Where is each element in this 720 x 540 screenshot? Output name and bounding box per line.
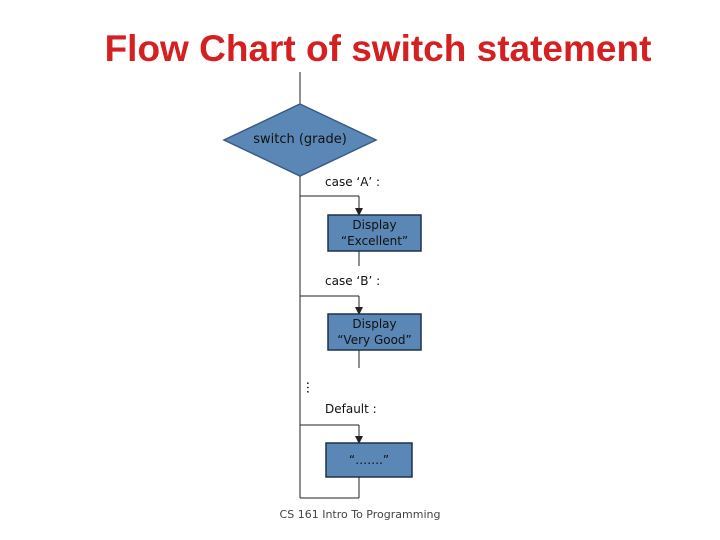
case-a-label: case ‘A’ : xyxy=(325,175,381,189)
case-a-action-line1: Display xyxy=(352,218,397,232)
case-b-label: case ‘B’ : xyxy=(325,274,381,288)
footer-text: CS 161 Intro To Programming xyxy=(279,508,441,521)
case-b-action-box xyxy=(327,313,422,351)
default-label: Default : xyxy=(325,402,377,416)
decision-label: switch (grade) xyxy=(253,132,347,147)
default-action-box xyxy=(325,442,413,478)
case-b-action-line2: “Very Good” xyxy=(337,333,412,347)
ellipsis-marker: … xyxy=(303,381,318,394)
default-action-text: “…….” xyxy=(348,453,390,467)
page-title: Flow Chart of switch statement xyxy=(104,28,652,69)
case-b-action-line1: Display xyxy=(352,317,397,331)
case-a-action-line2: “Excellent” xyxy=(340,234,409,248)
case-a-action-box xyxy=(327,214,422,252)
